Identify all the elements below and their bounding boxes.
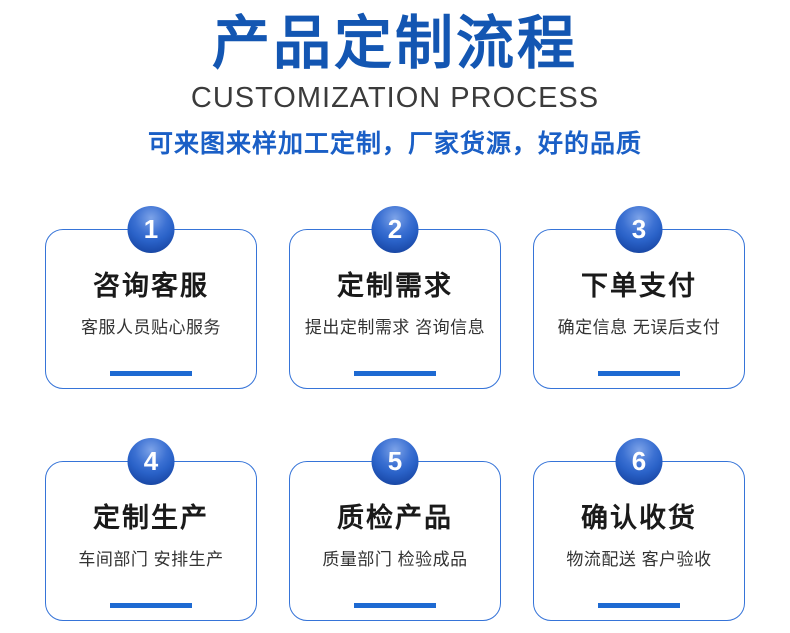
step-underline-bar xyxy=(598,603,680,608)
page-subtitle: CUSTOMIZATION PROCESS xyxy=(190,82,600,114)
page-tagline: 可来图来样加工定制，厂家货源，好的品质 xyxy=(147,130,642,158)
step-number: 5 xyxy=(387,446,403,476)
step-underline-bar xyxy=(110,371,192,376)
step-card-5: 5 质检产品 质量部门 检验成品 xyxy=(289,438,501,621)
step-title: 下单支付 xyxy=(581,271,697,301)
step-card-1: 1 咨询客服 客服人员贴心服务 xyxy=(45,206,257,389)
step-description: 物流配送 客户验收 xyxy=(566,550,712,569)
step-card-4: 4 定制生产 车间部门 安排生产 xyxy=(45,438,257,621)
step-5-number-badge: 5 xyxy=(371,438,419,485)
step-description: 客服人员贴心服务 xyxy=(81,318,221,337)
step-number: 1 xyxy=(143,214,159,244)
step-6-number-badge: 6 xyxy=(615,438,663,485)
step-4-number-badge: 4 xyxy=(127,438,175,485)
step-description: 质量部门 检验成品 xyxy=(322,550,468,569)
step-number: 3 xyxy=(631,214,647,244)
step-1-number-badge: 1 xyxy=(127,206,175,253)
page-title: 产品定制流程 xyxy=(211,11,578,76)
step-number: 4 xyxy=(143,446,159,476)
step-title: 质检产品 xyxy=(337,503,453,533)
step-title: 定制生产 xyxy=(93,503,209,533)
step-card-2: 2 定制需求 提出定制需求 咨询信息 xyxy=(289,206,501,389)
step-underline-bar xyxy=(598,371,680,376)
step-2-number-badge: 2 xyxy=(371,206,419,253)
step-number: 2 xyxy=(387,214,403,244)
step-number: 6 xyxy=(631,446,647,476)
step-underline-bar xyxy=(354,603,436,608)
step-title: 定制需求 xyxy=(337,271,453,301)
step-description: 提出定制需求 咨询信息 xyxy=(304,318,486,337)
steps-grid: 1 咨询客服 客服人员贴心服务 2 定制需求 提出定制需求 咨询信息 3 下单支… xyxy=(45,206,745,621)
step-underline-bar xyxy=(110,603,192,608)
step-underline-bar xyxy=(354,371,436,376)
step-card-3: 3 下单支付 确定信息 无误后支付 xyxy=(533,206,745,389)
step-description: 车间部门 安排生产 xyxy=(78,550,224,569)
step-3-number-badge: 3 xyxy=(615,206,663,253)
step-title: 确认收货 xyxy=(581,503,697,533)
step-card-6: 6 确认收货 物流配送 客户验收 xyxy=(533,438,745,621)
step-title: 咨询客服 xyxy=(93,271,209,301)
step-description: 确定信息 无误后支付 xyxy=(557,318,721,337)
